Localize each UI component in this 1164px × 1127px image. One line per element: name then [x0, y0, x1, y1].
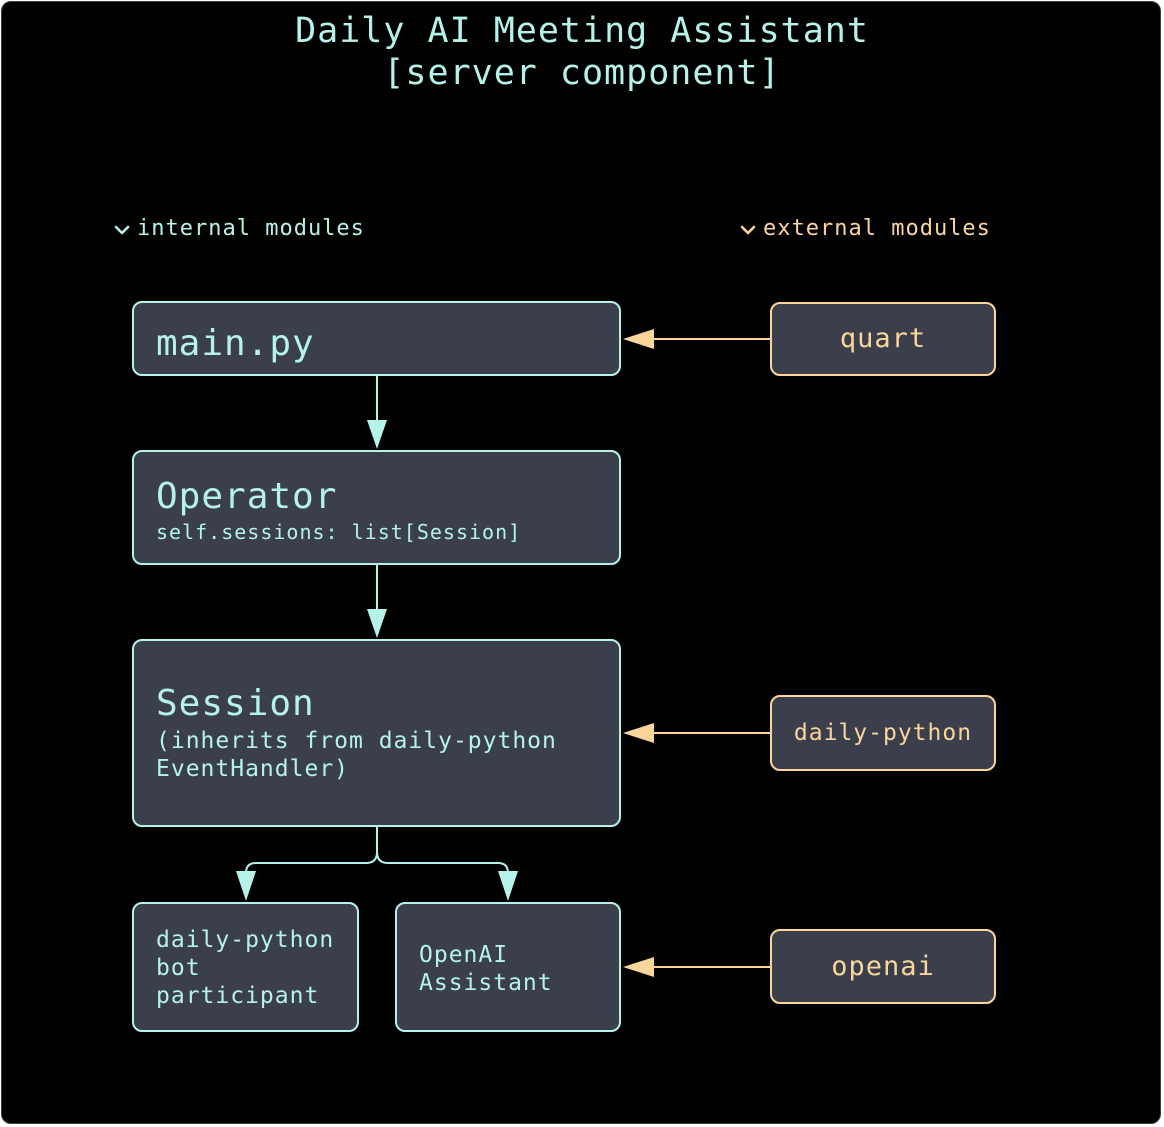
arrowhead	[623, 329, 654, 349]
node-session-label: Session	[156, 683, 315, 724]
node-openai-assistant: OpenAI Assistant	[395, 902, 621, 1032]
node-openai-label: openai	[831, 950, 935, 982]
node-openai-assistant-line1: OpenAI	[419, 942, 509, 968]
node-session-detail-line2: EventHandler)	[156, 756, 350, 782]
arrowhead	[367, 420, 387, 449]
node-bot-participant: daily-python bot participant	[132, 902, 359, 1032]
node-bot-line3: participant	[156, 983, 320, 1009]
node-daily-python-label: daily-python	[793, 720, 973, 746]
edge-session-bot	[245, 827, 378, 874]
arrowhead	[236, 871, 256, 901]
internal-modules-label: internal modules	[137, 216, 365, 241]
node-quart: quart	[770, 302, 996, 376]
arrowhead	[623, 957, 654, 977]
node-session-detail-line1: (inherits from daily-python	[156, 728, 557, 754]
external-modules-header: external modules	[739, 216, 991, 242]
node-bot-line1: daily-python	[156, 927, 335, 953]
node-quart-label: quart	[839, 323, 927, 354]
node-openai-assistant-line2: Assistant	[419, 970, 553, 996]
edge-session-openai-assistant	[376, 851, 509, 874]
external-modules-label: external modules	[763, 216, 991, 241]
arrowhead	[623, 723, 654, 743]
diagram-title: Daily AI Meeting Assistant	[295, 11, 869, 51]
chevron-down-icon	[740, 225, 756, 235]
node-main-py-label: main.py	[156, 323, 315, 364]
node-operator-label: Operator	[156, 476, 338, 517]
node-operator-detail: self.sessions: list[Session]	[156, 520, 522, 544]
diagram-subtitle: [server component]	[383, 53, 781, 93]
node-bot-line2: bot	[156, 955, 201, 981]
node-session: Session (inherits from daily-python Even…	[132, 639, 621, 827]
node-openai: openai	[770, 929, 996, 1004]
node-main-py: main.py	[132, 301, 621, 376]
internal-modules-header: internal modules	[113, 216, 365, 242]
arrowhead	[367, 609, 387, 638]
arrowhead	[498, 871, 518, 901]
node-operator: Operator self.sessions: list[Session]	[132, 450, 621, 565]
chevron-down-icon	[114, 225, 130, 235]
node-daily-python: daily-python	[770, 695, 996, 771]
